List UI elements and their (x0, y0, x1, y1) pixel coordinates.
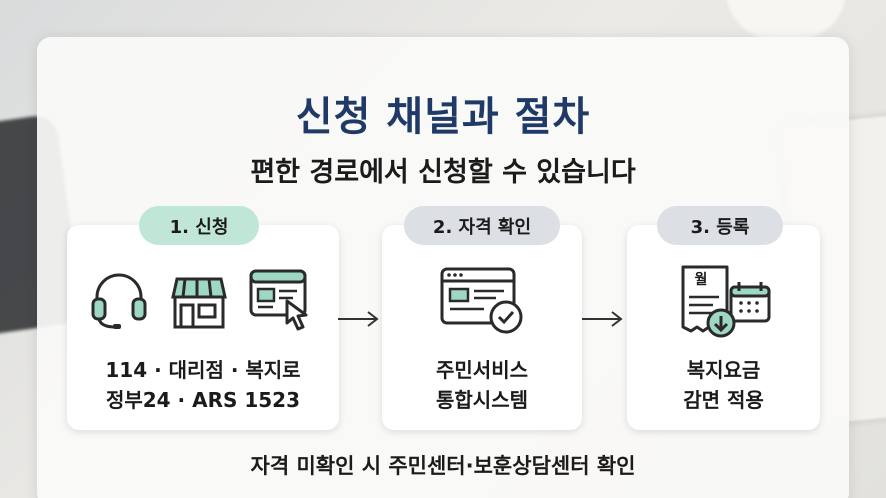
arrow-right-icon (582, 311, 623, 327)
store-icon (171, 277, 227, 329)
bill-calendar-icon (681, 265, 771, 338)
step-1-label: 1. 신청 (139, 206, 259, 245)
page-title: 신청 채널과 절차 (295, 94, 591, 140)
background-cup (726, 0, 846, 40)
headset-icon (91, 273, 147, 329)
step-2-line-2: 통합시스템 (436, 388, 528, 412)
step-1-card: 114 · 대리점 · 복지로 정부24 · ARS 1523 (67, 225, 339, 430)
step-2-card: 주민서비스 통합시스템 (382, 225, 582, 430)
arrow-right-icon (338, 311, 379, 327)
step-1-line-1: 114 · 대리점 · 복지로 (105, 358, 301, 382)
footer-note: 자격 미확인 시 주민센터·보훈상담센터 확인 (250, 454, 636, 478)
step-2-line-1: 주민서비스 (436, 358, 528, 382)
step-3-card: 월 복지요금 감면 적용 (627, 225, 820, 430)
step-3-line-1: 복지요금 (686, 358, 761, 382)
step-2-label: 2. 자격 확인 (404, 206, 560, 245)
web-click-icon (249, 269, 308, 331)
system-check-icon (440, 267, 523, 334)
step-3-label: 3. 등록 (657, 206, 783, 245)
step-3-line-2: 감면 적용 (683, 388, 764, 412)
bill-month-label: 월 (694, 272, 708, 288)
page-subtitle: 편한 경로에서 신청할 수 있습니다 (250, 157, 636, 188)
step-1-line-2: 정부24 · ARS 1523 (105, 388, 301, 412)
